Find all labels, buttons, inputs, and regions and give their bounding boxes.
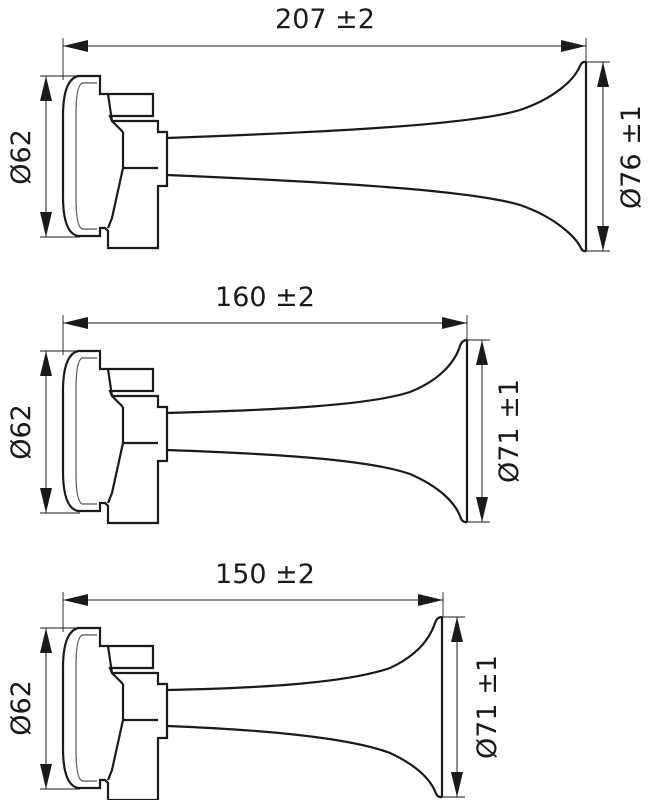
arrow-down-icon xyxy=(597,226,609,251)
arrow-left-icon xyxy=(63,317,88,329)
horn-bell-top-contour xyxy=(166,60,587,140)
arrow-left-icon xyxy=(63,40,88,52)
horn-bell-bottom-contour xyxy=(166,724,443,799)
bell-diameter-label: Ø71 ±1 xyxy=(472,655,503,759)
bell-diameter-label: Ø76 ±1 xyxy=(616,105,647,209)
arrow-down-icon xyxy=(476,497,488,522)
horn-back-unit xyxy=(61,349,169,525)
horn-bell-top-contour xyxy=(166,338,468,415)
arrow-left-icon xyxy=(63,594,88,606)
arrow-right-icon xyxy=(418,594,443,606)
arrow-down-icon xyxy=(40,488,52,513)
arrow-up-icon xyxy=(40,351,52,376)
bell-diameter-label: Ø71 ±1 xyxy=(494,379,525,483)
arrow-up-icon xyxy=(597,62,609,87)
horn-2: 160 ±2 Ø62 Ø71 ±1 xyxy=(6,282,525,525)
arrow-down-icon xyxy=(40,212,52,237)
horn-1: 207 ±2 Ø62 Ø76 ±1 xyxy=(6,4,647,253)
horn-bell-top-contour xyxy=(166,615,443,692)
arrow-up-icon xyxy=(451,617,463,642)
arrow-up-icon xyxy=(40,76,52,101)
length-label: 150 ±2 xyxy=(215,559,315,590)
horn-back-unit xyxy=(61,626,169,800)
back-diameter-label: Ø62 xyxy=(6,680,37,736)
arrow-up-icon xyxy=(476,340,488,365)
arrow-right-icon xyxy=(561,40,586,52)
length-label: 207 ±2 xyxy=(275,4,375,35)
horn-bell-bottom-contour xyxy=(166,448,468,524)
arrow-down-icon xyxy=(40,764,52,789)
back-diameter-label: Ø62 xyxy=(6,404,37,460)
back-diameter-label: Ø62 xyxy=(6,129,37,185)
horn-bell-bottom-contour xyxy=(166,173,587,253)
horn-3: 150 ±2 Ø62 Ø71 ±1 xyxy=(6,559,503,800)
horn-back-unit xyxy=(61,74,169,250)
arrow-up-icon xyxy=(40,628,52,653)
length-label: 160 ±2 xyxy=(215,282,315,313)
arrow-down-icon xyxy=(451,772,463,797)
arrow-right-icon xyxy=(442,317,467,329)
